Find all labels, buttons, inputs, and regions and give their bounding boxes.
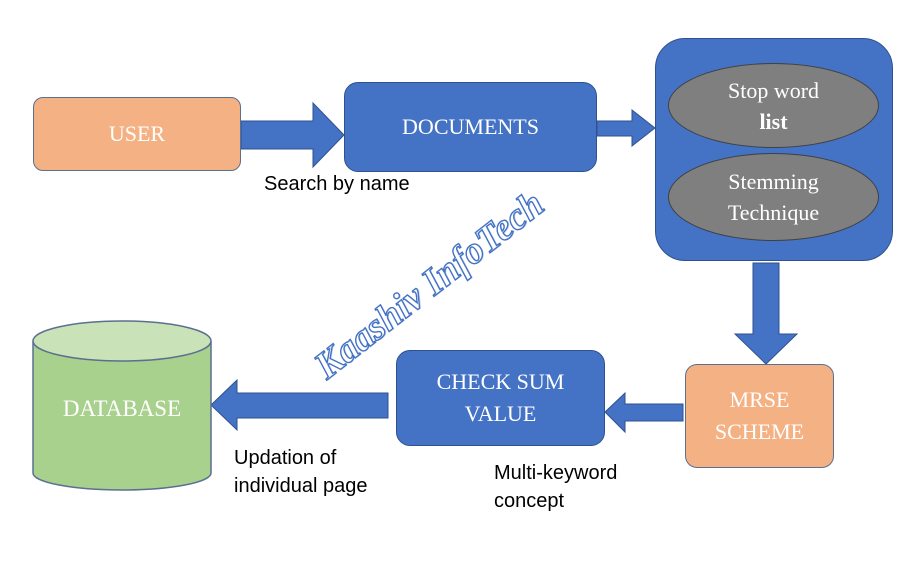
documents-label: DOCUMENTS [402,114,539,139]
arrow-mrse-to-checksum [604,391,684,434]
stop-word-label-line2: list [759,108,788,134]
user-label: USER [108,121,166,146]
checksum-label-line2: VALUE [464,401,537,426]
multi-keyword-label: Multi-keyword concept [494,459,617,515]
database-label: DATABASE [62,396,182,421]
search-by-name-label: Search by name [264,173,410,195]
multi-keyword-line1: Multi-keyword [494,462,618,484]
checksum-value-node: CHECK SUM VALUE [396,350,605,446]
multi-keyword-line2: concept [494,490,565,512]
arrow-checksum-to-database [210,378,389,432]
stemming-label-line1: Stemming [728,169,819,194]
updation-label: Updation of individual page [234,444,367,500]
mrse-label-line2: SCHEME [714,419,805,444]
stop-word-label-line1: Stop word [727,77,820,103]
arrow-documents-to-panel [596,108,656,148]
updation-line1: Updation of [234,447,337,469]
documents-node: DOCUMENTS [344,82,597,172]
stop-word-list-node: Stop word list [668,63,879,148]
stemming-technique-node: Stemming Technique [668,153,879,241]
mrse-label-line1: MRSE [729,387,790,412]
checksum-label-line1: CHECK SUM [436,369,565,394]
arrow-user-to-documents [240,101,345,169]
arrow-panel-to-mrse [733,262,799,365]
stemming-label-line2: Technique [727,200,820,225]
updation-line2: individual page [234,475,368,497]
database-cylinder [32,320,212,491]
mrse-scheme-node: MRSE SCHEME [685,364,834,468]
user-node: USER [33,97,241,171]
